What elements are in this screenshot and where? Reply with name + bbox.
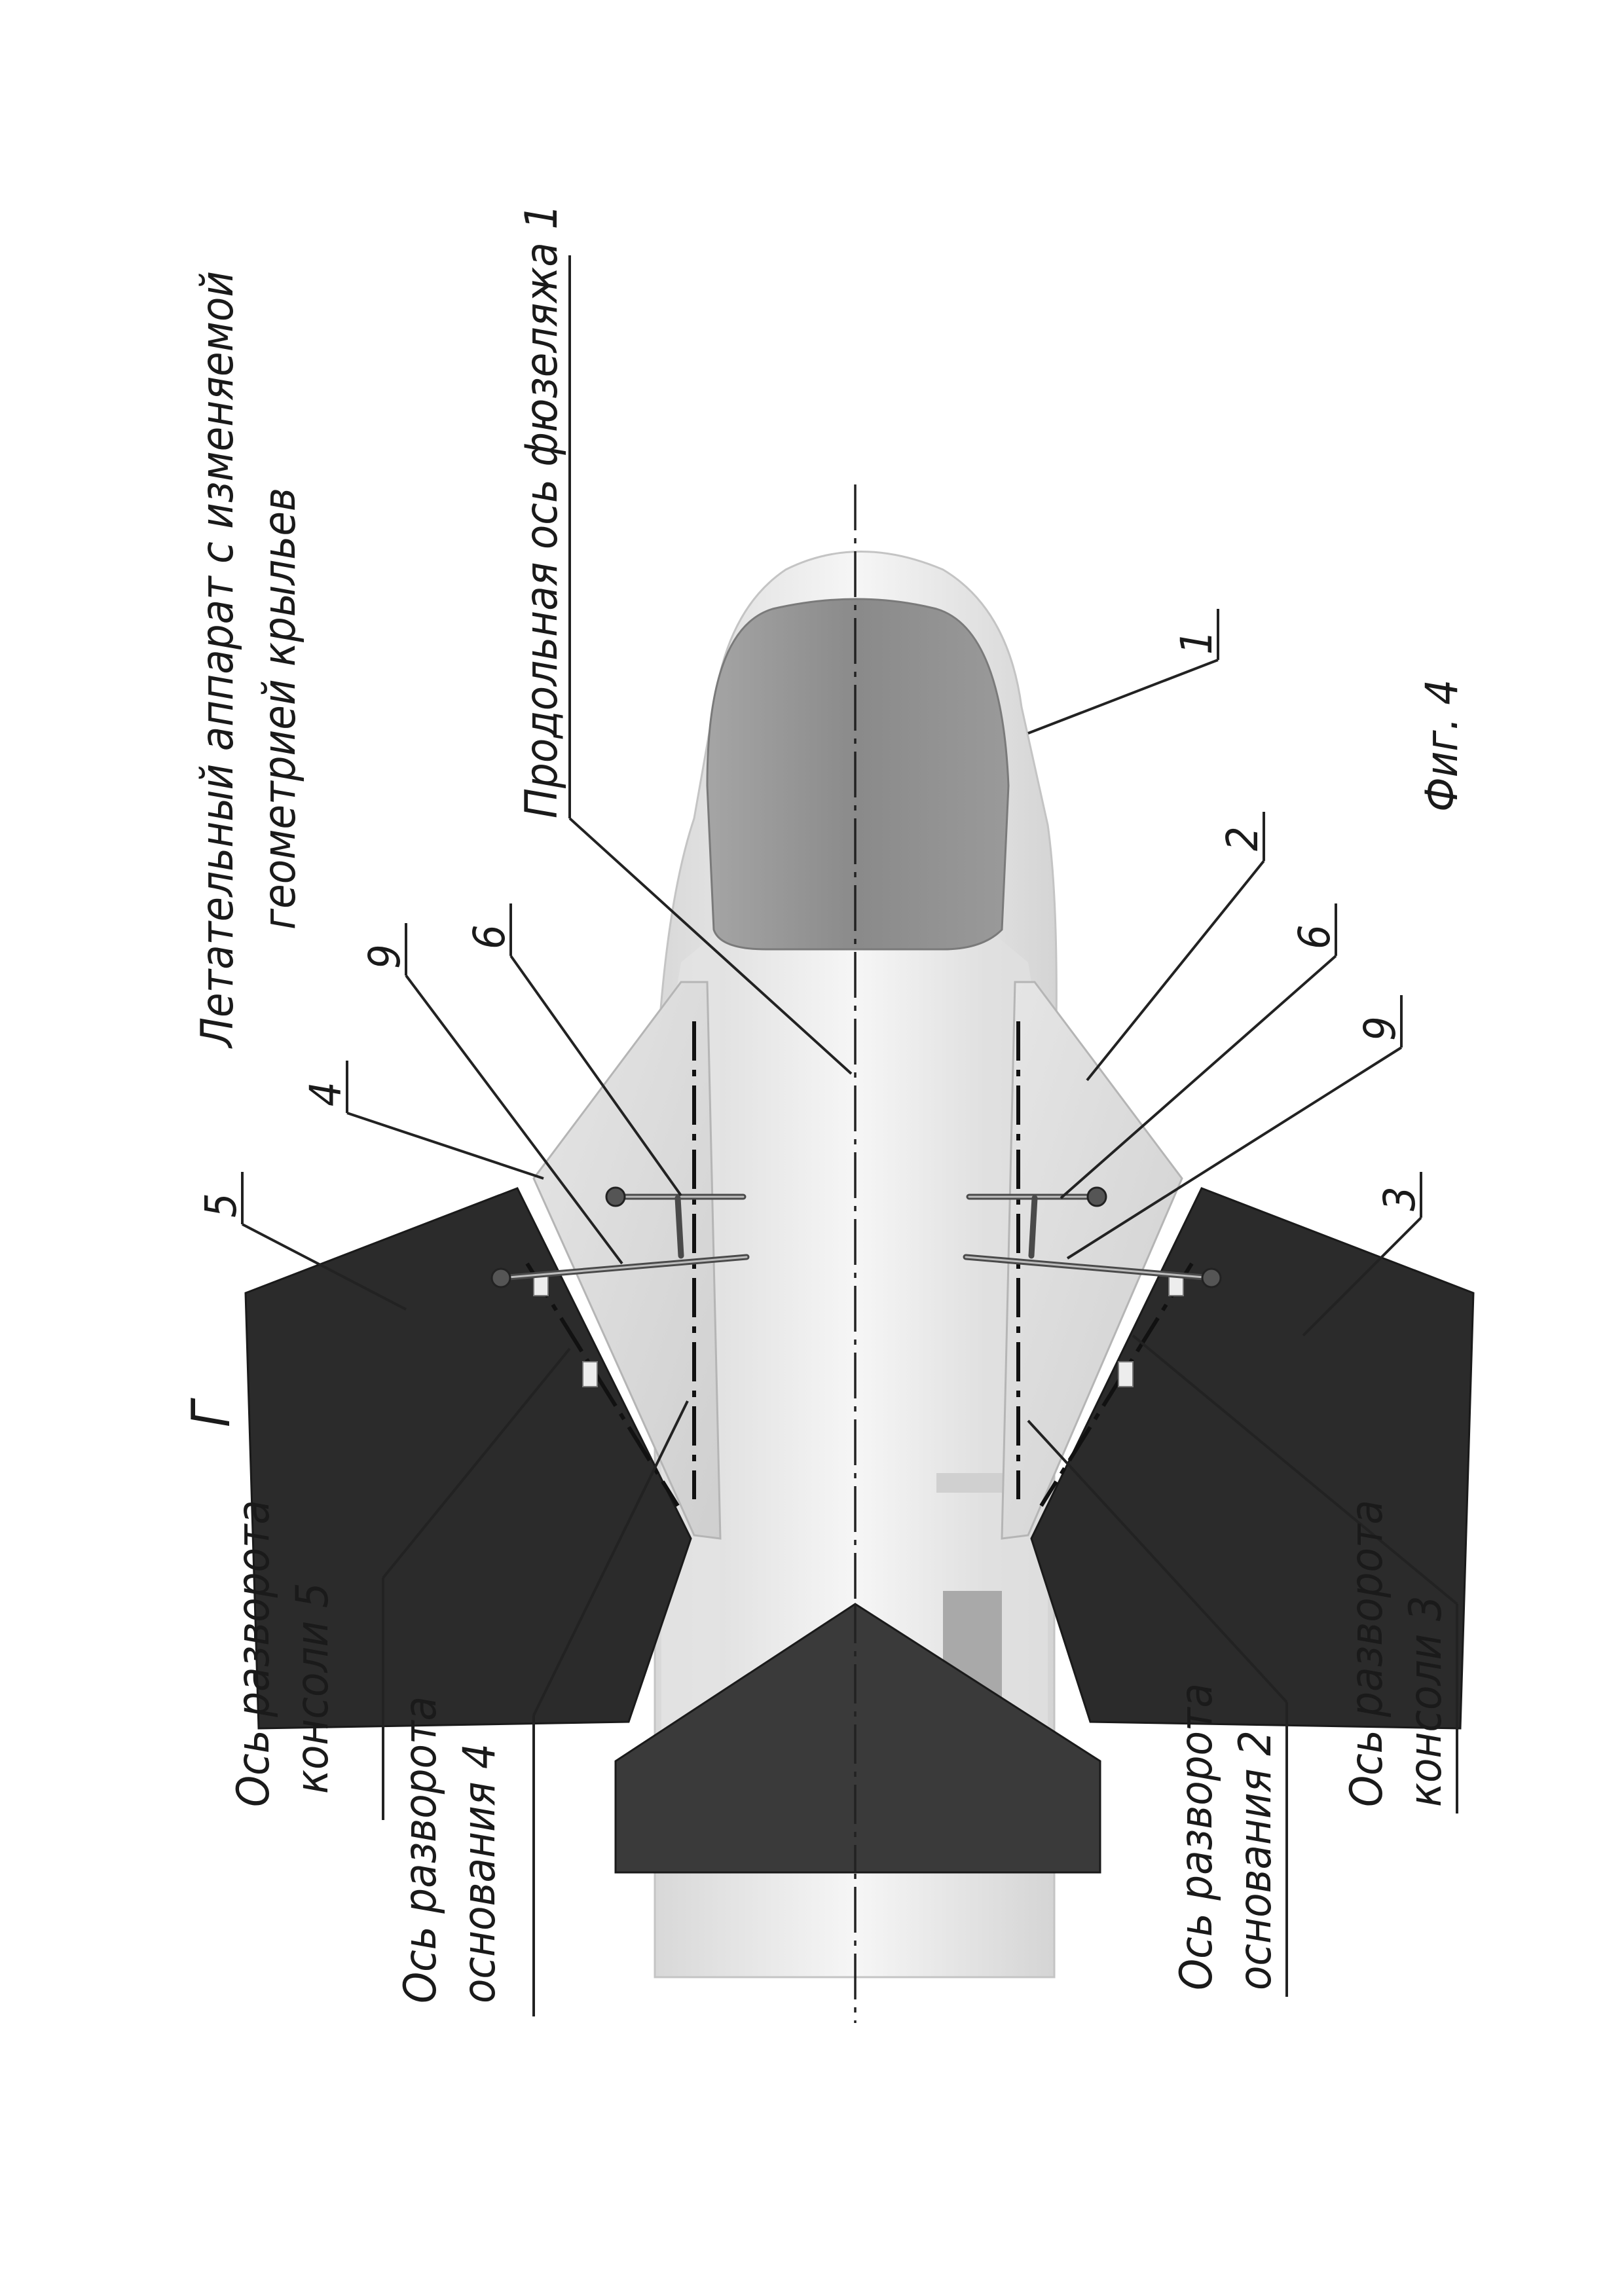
callout-4: 4 <box>301 1082 351 1106</box>
right-actuator-struts <box>963 1186 1222 1288</box>
callout-6-left: 6 <box>464 924 515 949</box>
callout-9-left: 9 <box>360 944 410 969</box>
fuselage-axis-label: Продольная ось фюзеляжа 1 <box>516 204 568 818</box>
base-2-axis-label-line1: Ось разворота <box>1171 1683 1223 1990</box>
base-4-axis-label-line1: Ось разворота <box>395 1696 447 2003</box>
canopy <box>706 598 1010 951</box>
console-5-axis-label-line2: консоли 5 <box>287 1582 339 1794</box>
wing-console-3 <box>1030 1187 1475 1730</box>
corner-mark: Г <box>181 1398 242 1427</box>
console-3-axis-label-line2: консоли 3 <box>1400 1595 1452 1807</box>
left-actuator-struts <box>490 1186 750 1288</box>
console-3-axis-label-line1: Ось разворота <box>1341 1500 1393 1807</box>
wing-base-2 <box>1001 981 1183 1540</box>
callout-9-right: 9 <box>1355 1016 1405 1041</box>
title-line-2: геометрией крыльев <box>254 488 306 930</box>
console-5-axis-label-line1: Ось разворота <box>228 1500 280 1807</box>
callout-3: 3 <box>1375 1186 1425 1211</box>
wing-console-5 <box>244 1187 692 1730</box>
figure-caption: Фиг. 4 <box>1416 680 1468 812</box>
console-3-hinge-axis <box>1039 1262 1194 1507</box>
title-line-1: Летательный аппарат с изменяемой <box>192 271 244 1049</box>
wing-base-4 <box>532 981 722 1540</box>
callout-6-right: 6 <box>1289 924 1340 949</box>
callout-2: 2 <box>1217 826 1268 851</box>
tail-plane <box>614 1603 1101 1874</box>
leader-lines <box>241 255 1458 2016</box>
base-4-axis-label-line2: основания 4 <box>454 1743 506 2003</box>
callout-1: 1 <box>1172 630 1222 655</box>
callout-5: 5 <box>196 1193 246 1218</box>
base-2-axis-label-line2: основания 2 <box>1230 1730 1282 1990</box>
console-5-hinge-axis <box>525 1262 680 1507</box>
